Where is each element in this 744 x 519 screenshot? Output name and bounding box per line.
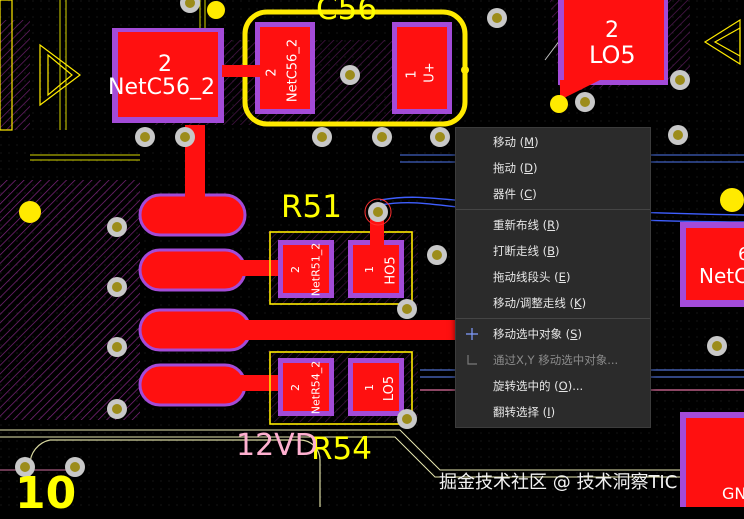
menu-item-drag[interactable]: 拖动 (D) [493, 161, 538, 175]
pad-net-label: NetC [699, 264, 744, 288]
move-cross-icon [466, 328, 478, 340]
pad-number: 1 [363, 266, 376, 273]
pad-net-label: LO5 [589, 41, 636, 69]
move-xy-icon [467, 355, 477, 365]
pad-number: 6 [738, 244, 744, 265]
pad-top-right-lo5[interactable] [558, 0, 668, 100]
designator-bottom-left: 10 [15, 468, 77, 519]
menu-item-move-selection[interactable]: 移动选中对象 (S) [493, 327, 582, 341]
pad-net-label: GN [722, 484, 744, 503]
menu-separator [456, 318, 650, 319]
component-r51[interactable] [269, 215, 413, 305]
menu-item-move-resize-tracks[interactable]: 移动/调整走线 (K) [493, 296, 587, 310]
pad-net-label: U+ [422, 62, 438, 83]
component-r54[interactable] [269, 351, 413, 425]
pad-net-label: NetC56_2 [285, 38, 301, 103]
pad-net-label: LO5 [382, 375, 398, 402]
silkscreen-symbols [0, 0, 741, 507]
pad-net-label: NetC56_2 [108, 75, 215, 100]
via-highlight [364, 198, 392, 226]
pad-net-label: HO5 [383, 256, 399, 285]
net-label-12vd: 12VD [236, 428, 318, 463]
menu-item-component[interactable]: 器件 (C) [493, 187, 537, 201]
watermark: 掘金技术社区 @ 技术洞察TIC [439, 472, 678, 493]
menu-item-flip-selection[interactable]: 翻转选择 (I) [493, 405, 556, 419]
menu-item-drag-track-end[interactable]: 拖动线段头 (E) [493, 270, 571, 284]
menu-item-reroute[interactable]: 重新布线 (R) [493, 218, 560, 232]
menu-item-move[interactable]: 移动 (M) [493, 135, 539, 149]
designator-r51: R51 [281, 189, 342, 225]
pad-number: 1 [363, 384, 376, 391]
menu-item-break-track[interactable]: 打断走线 (B) [493, 244, 560, 258]
menu-item-move-selection-by-xy[interactable]: 通过X,Y 移动选中对象... [493, 353, 619, 367]
pad-number: 2 [158, 52, 172, 77]
connector-pads[interactable] [138, 125, 460, 407]
menu-separator [456, 209, 650, 210]
pad-number: 2 [605, 18, 619, 43]
designator-c56: C56 [316, 0, 378, 27]
pad-c56-left-big[interactable] [112, 28, 224, 123]
pad-net-label: NetR51_2 [309, 242, 323, 297]
menu-item-rotate-selection[interactable]: 旋转选中的 (O)... [493, 379, 584, 393]
designator-r54: R54 [311, 431, 372, 467]
pad-number: 2 [264, 68, 280, 77]
pad-number: 2 [289, 384, 302, 391]
pad-net-label: NetR54_2 [309, 360, 323, 415]
pad-right-edge[interactable] [680, 222, 744, 507]
pad-number: 1 [404, 70, 420, 79]
pad-number: 2 [289, 266, 302, 273]
context-menu: 移动 (M) 拖动 (D) 器件 (C) 重新布线 (R) 打断走线 (B) 拖… [455, 127, 651, 428]
